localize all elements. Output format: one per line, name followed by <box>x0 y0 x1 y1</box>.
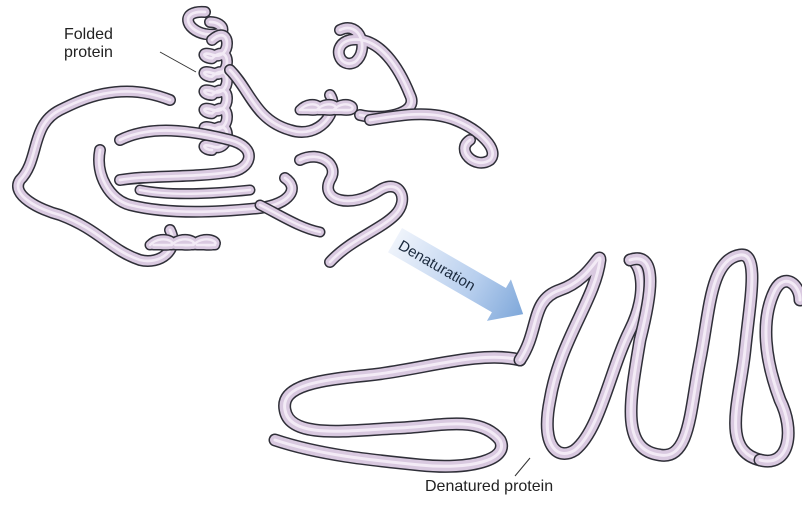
denatured-leader-line <box>515 458 530 476</box>
folded-lower-link <box>260 205 320 232</box>
folded-bottom-helix <box>150 239 216 245</box>
folded-protein-label: Folded protein <box>64 26 144 62</box>
folded-leader-line <box>160 52 196 72</box>
folded-label-line-2: protein <box>64 44 144 62</box>
folded-label-line-1: Folded <box>64 26 144 44</box>
folded-right-tail <box>370 114 493 162</box>
denatured-protein-label: Denatured protein <box>425 478 553 496</box>
denatured-protein-ribbon <box>275 255 800 466</box>
folded-right-helix <box>300 104 353 110</box>
denatured-left-loop <box>275 357 520 466</box>
denaturation-arrow: Denaturation <box>383 219 535 335</box>
denatured-meander-1 <box>520 258 642 453</box>
denatured-meander-2 <box>630 255 760 460</box>
folded-strand-1 <box>120 131 249 180</box>
folded-strand-3 <box>140 190 250 194</box>
denatured-meander-3 <box>760 281 800 461</box>
folded-lower-right-strand <box>300 157 402 262</box>
